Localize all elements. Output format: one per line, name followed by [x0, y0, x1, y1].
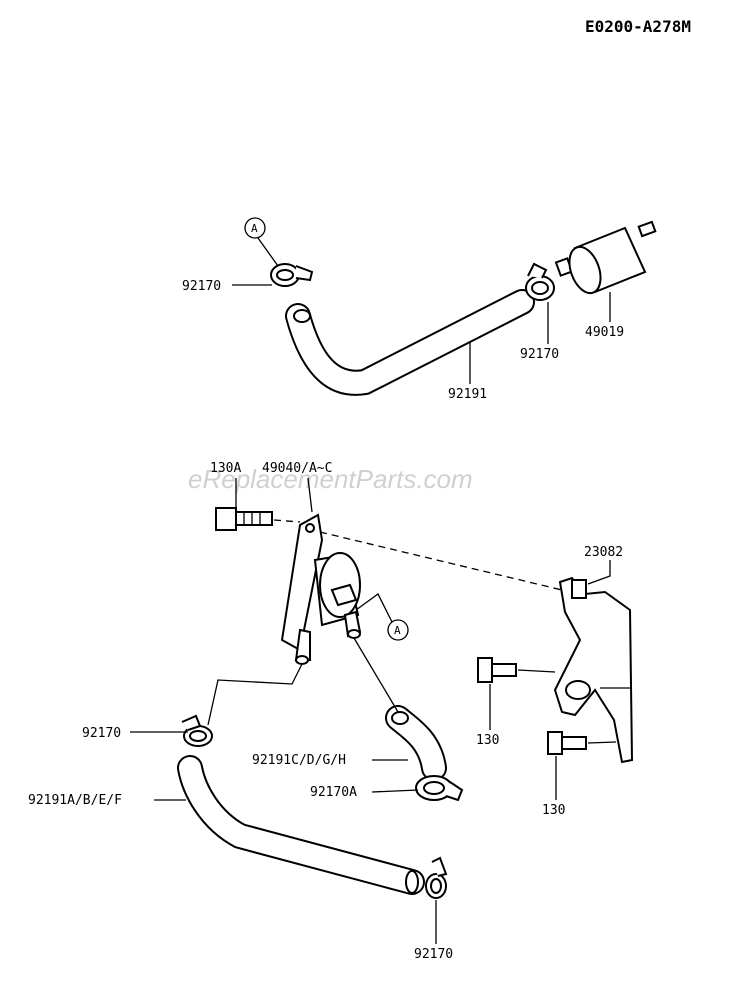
- callout-a-lower: A: [355, 593, 409, 641]
- label-92170-bottom: 92170: [414, 947, 453, 962]
- label-92191a: 92191A/B/E/F: [28, 793, 122, 808]
- leader-23082: [587, 560, 611, 585]
- clamp-upper-left[interactable]: [270, 263, 314, 287]
- callout-a-upper: A: [244, 217, 279, 267]
- diagram-code: E0200-A278M: [585, 17, 691, 36]
- bolt-130a[interactable]: [215, 507, 273, 531]
- label-23082: 23082: [584, 545, 623, 560]
- leader-49040: [307, 477, 313, 513]
- clamp-lower-left[interactable]: [181, 714, 213, 747]
- clamp-upper-right[interactable]: [525, 262, 555, 301]
- label-92170-ul: 92170: [182, 279, 221, 294]
- link-pump-clamp: [207, 663, 303, 726]
- label-92191c: 92191C/D/G/H: [252, 753, 346, 768]
- clamp-bottom[interactable]: [425, 856, 448, 899]
- bolt-130-upper[interactable]: [477, 657, 517, 683]
- label-92191: 92191: [448, 387, 487, 402]
- clamp-lower-mid[interactable]: [415, 775, 464, 802]
- fuel-filter[interactable]: [554, 220, 657, 297]
- link-pump-hose-short: [353, 637, 399, 713]
- dash-bolt-pump: [273, 519, 301, 523]
- hose-short[interactable]: [385, 705, 447, 781]
- bolt-upper-link: [517, 669, 556, 673]
- label-130-lower: 130: [542, 803, 565, 818]
- hose-long[interactable]: [177, 755, 425, 895]
- label-130a: 130A: [210, 461, 241, 476]
- label-130-upper: 130: [476, 733, 499, 748]
- label-92170a: 92170A: [310, 785, 357, 800]
- label-49040: 49040/A~C: [262, 461, 332, 476]
- hose-upper[interactable]: [285, 289, 535, 396]
- label-92170-ll: 92170: [82, 726, 121, 741]
- leader-92170a: [371, 789, 419, 793]
- fuel-pump[interactable]: [280, 513, 362, 665]
- label-92170-ur: 92170: [520, 347, 559, 362]
- dash-pump-bracket: [319, 531, 563, 591]
- bracket[interactable]: [553, 576, 634, 764]
- bolt-130-lower[interactable]: [547, 731, 587, 755]
- svg-text:A: A: [251, 222, 258, 235]
- label-49019: 49019: [585, 325, 624, 340]
- bolt-lower-link: [587, 741, 617, 744]
- svg-text:A: A: [394, 624, 401, 637]
